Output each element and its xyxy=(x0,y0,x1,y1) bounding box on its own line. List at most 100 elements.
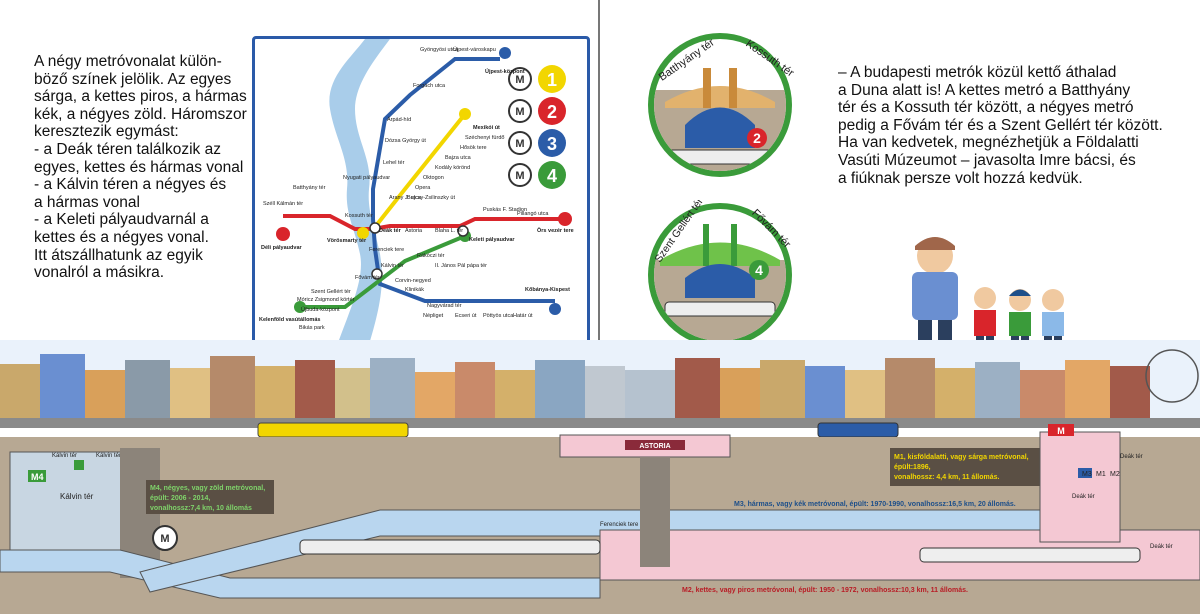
right-line: tér és a Kossuth tér között, a négyes me… xyxy=(838,99,1134,117)
station-label: Lehel tér xyxy=(383,160,405,166)
station-label: Népliget xyxy=(423,313,444,319)
station-label: Forgách utca xyxy=(413,83,446,89)
deak-label: Deák tér xyxy=(1150,544,1173,550)
river-crossing-badge-bottom: 4 Szent Gellért tér Fővám tér xyxy=(648,200,793,347)
badge-line-number: 4 xyxy=(755,262,763,278)
station-label: Határ út xyxy=(513,313,533,319)
metro-map-svg: M M M M 1 2 3 4 Gyöngyösi utca Újpest-vá… xyxy=(259,39,574,351)
svg-text:M: M xyxy=(160,533,169,545)
mini-sign: M2 xyxy=(1110,471,1120,478)
station-label: II. János Pál pápa tér xyxy=(435,263,487,269)
m1-info-line: vonalhossz: 4,4 km, 11 állomás. xyxy=(894,474,999,481)
station-label: Szent Gellért tér xyxy=(311,289,351,295)
station-label: Széchenyi fürdő xyxy=(465,135,504,141)
station-label: Kelenföld vasútállomás xyxy=(259,317,320,323)
badge-line-number: 2 xyxy=(753,130,761,146)
station-label: Arany J. utca xyxy=(389,195,422,201)
map-legend: M M M M 1 2 3 4 xyxy=(508,65,566,189)
left-line: a hármas vonal xyxy=(34,193,140,211)
m4-tunnel xyxy=(0,549,601,599)
left-line: kék, a négyes zöld. Háromszor xyxy=(34,105,247,123)
station-label: Kossuth tér xyxy=(345,213,373,219)
station-label: Corvin-negyed xyxy=(395,278,431,284)
station-label: Klinikák xyxy=(405,287,424,293)
station-label: Széll Kálmán tér xyxy=(263,201,303,207)
m1-info-line: épült:1896, xyxy=(894,464,931,471)
m4-info-line: épült: 2006 - 2014, xyxy=(150,495,210,502)
station-label: Újpest-központ xyxy=(485,68,525,75)
station-labels: Gyöngyösi utca Újpest-városkapu Újpest-k… xyxy=(259,46,574,331)
m4-west-end-badge xyxy=(294,301,306,313)
station-label: Oktogon xyxy=(423,175,444,181)
station-label: Bajcsy-Zsilinszky út xyxy=(407,195,455,201)
svg-text:M: M xyxy=(515,170,524,182)
station-label: Árpád-híd xyxy=(387,116,411,123)
left-line: kettes és a négyes vonal. xyxy=(34,228,209,246)
left-line: böző színek jelölik. Az egyes xyxy=(34,70,232,88)
legend-number: 3 xyxy=(547,134,557,154)
station-label: Fővám tér xyxy=(355,275,380,281)
bus xyxy=(817,422,899,438)
mini-sign: M1 xyxy=(1096,471,1106,478)
ferenciek-label: Ferenciek tere xyxy=(600,522,639,528)
right-line: a fiúknak persze volt hozzá kedvük. xyxy=(838,169,1083,187)
svg-text:M: M xyxy=(515,106,524,118)
station-label: Batthyány tér xyxy=(293,185,326,191)
station-label: Astoria xyxy=(405,228,423,234)
right-line: Vasúti Múzeumot – javasolta Imre bácsi, … xyxy=(838,151,1136,169)
m1-info-box xyxy=(890,448,1040,486)
left-line: - a Keleti pályaudvarnál a xyxy=(34,211,209,229)
right-paragraph: – A budapesti metrók közül kettő áthalad… xyxy=(838,64,1178,187)
right-line: pedig a Fővám tér és a Szent Gellért tér… xyxy=(838,116,1163,134)
left-line: keresztezik egymást: xyxy=(34,123,179,141)
river-crossing-badge-top: 2 Batthyány tér Kossuth tér xyxy=(648,33,795,177)
m1-info-line: M1, kisföldalatti, vagy sárga metróvonal… xyxy=(894,454,1029,461)
legend-number: 2 xyxy=(547,102,557,122)
left-line: egyes, kettes és hármas vonal xyxy=(34,158,244,176)
m4-info-line: vonalhossz:7,4 km, 10 állomás xyxy=(150,505,252,512)
station-label: Vörösmarty tér xyxy=(327,238,367,244)
station-label: Kálvin tér xyxy=(381,263,404,269)
top-station-label: Kálvin tér xyxy=(52,453,77,459)
deak-label: Deák tér xyxy=(1120,454,1143,460)
left-paragraph: A négy metróvonalat külön- böző színek j… xyxy=(34,53,247,282)
m3-info: M3, hármas, vagy kék metróvonal, épült: … xyxy=(734,501,1016,508)
m1-end-badge xyxy=(459,108,471,120)
station-label: Pöttyös utca xyxy=(483,313,514,319)
station-label: Hősök tere xyxy=(460,145,487,151)
kalvin-station-label: Kálvin tér xyxy=(60,492,94,501)
m3-north-end-badge xyxy=(499,47,511,59)
right-line: – A budapesti metrók közül kettő áthalad xyxy=(838,64,1117,81)
m2-west-end-badge xyxy=(276,227,290,241)
station-label: Keleti pályaudvar xyxy=(469,237,515,243)
station-label: Puskás F. Stadion xyxy=(483,207,527,213)
station-label: Nagyvárad tér xyxy=(427,303,462,309)
deak-label: Deák tér xyxy=(1072,494,1095,500)
station-label: Mexikói út xyxy=(473,125,500,131)
m3-line xyxy=(371,57,555,303)
station-label: Rákóczi tér xyxy=(417,253,445,259)
kalvin-transfer xyxy=(371,268,383,280)
m4-info-box xyxy=(146,480,274,514)
left-line: vonalról a másikra. xyxy=(34,264,165,282)
left-line: - a Deák téren találkozik az xyxy=(34,140,221,158)
station-label: Déli pályaudvar xyxy=(261,245,303,251)
station-label: Újpest-városkapu xyxy=(453,46,496,53)
station-label: Kőbánya-Kispest xyxy=(525,287,570,293)
m2-line xyxy=(283,214,565,231)
station-label: Ecseri út xyxy=(455,313,477,319)
metro-map: M M M M 1 2 3 4 Gyöngyösi utca Újpest-vá… xyxy=(252,36,590,354)
station-label: Kodály körönd xyxy=(435,165,470,171)
legend-number: 4 xyxy=(547,166,557,186)
mini-sign: M3 xyxy=(1082,471,1092,478)
top-station-label: Kálvin tér xyxy=(96,453,121,459)
station-label: Dózsa György út xyxy=(385,138,426,144)
page-divider xyxy=(598,0,600,345)
station-label: Gyöngyösi utca xyxy=(420,47,459,53)
station-label: Pillangó utca xyxy=(517,211,549,217)
station-label: Deák tér xyxy=(379,228,402,234)
left-line: sárga, a kettes piros, a hármas xyxy=(34,88,247,106)
characters-illustration xyxy=(912,237,1064,354)
right-line: a Duna alatt is! A kettes metró a Batthy… xyxy=(838,81,1131,99)
station-label: Bikás park xyxy=(299,325,325,331)
